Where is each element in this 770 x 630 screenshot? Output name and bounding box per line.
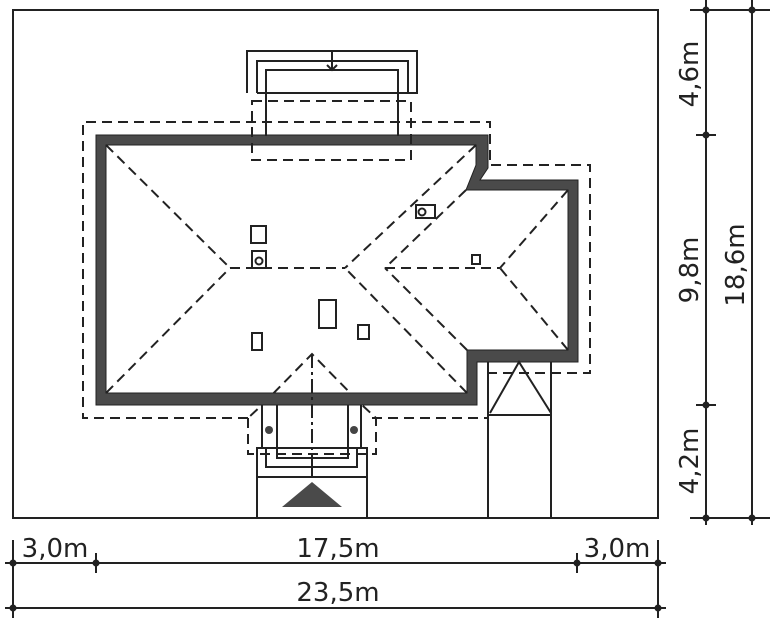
- entrance-arrow-icon: [282, 482, 342, 507]
- porch-eave: [247, 352, 377, 455]
- dim-label-17-5: 17,5m: [296, 534, 379, 564]
- dim-label-right-3-0: 3,0m: [584, 534, 651, 564]
- dim-label-total-width: 23,5m: [296, 578, 379, 608]
- dim-label-total-height: 18,6m: [721, 223, 751, 306]
- dim-label-4-6: 4,6m: [675, 41, 705, 108]
- column-icon: [350, 426, 358, 434]
- plot-boundary: [12, 9, 659, 519]
- roof-hip-lines: [105, 144, 569, 394]
- dim-label-9-8: 9,8m: [675, 237, 705, 304]
- bottom-dimension-lines: [5, 540, 666, 618]
- column-icon: [265, 426, 273, 434]
- right-dimension-lines: [690, 0, 770, 525]
- dim-label-left-3-0: 3,0m: [22, 534, 89, 564]
- dormer: [246, 50, 418, 161]
- eave-outline: [82, 121, 591, 419]
- dim-label-4-2: 4,2m: [675, 428, 705, 495]
- entrance-steps: [256, 447, 368, 519]
- roof-wall-band: [95, 134, 579, 406]
- roof-openings: [250, 204, 481, 351]
- arrow-icon: [326, 64, 338, 72]
- entrance-porch: [256, 354, 368, 519]
- garage-entry: [487, 360, 552, 518]
